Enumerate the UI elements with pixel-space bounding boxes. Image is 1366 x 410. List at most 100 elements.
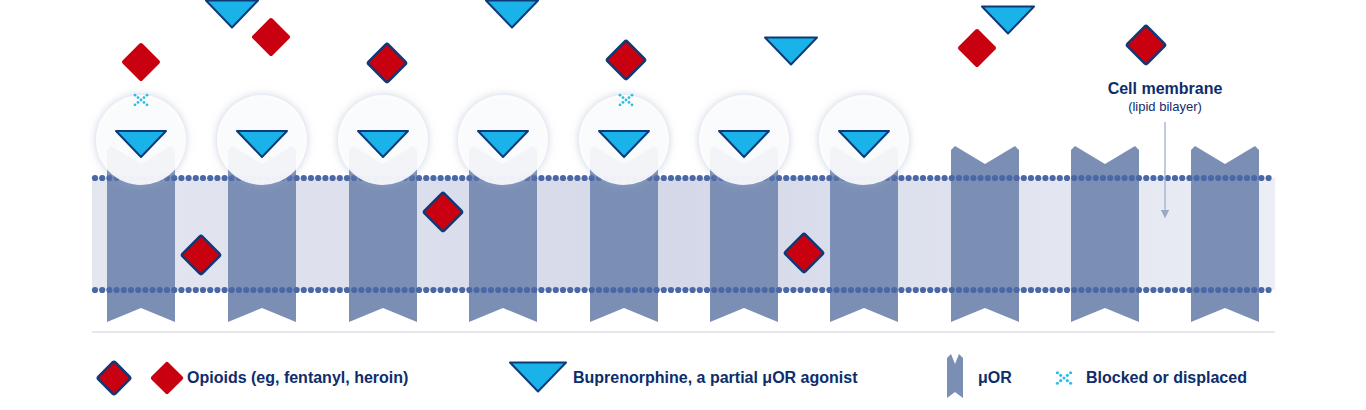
lipid-head [805, 175, 811, 181]
lipid-head [589, 287, 595, 293]
lipid-head [942, 175, 948, 181]
lipid-head [538, 175, 544, 181]
lipid-head [430, 287, 436, 293]
lipid-head [1201, 287, 1207, 293]
lipid-head [524, 287, 530, 293]
lipid-head [1266, 175, 1272, 181]
lipid-head [459, 287, 465, 293]
lipid-head [704, 287, 710, 293]
lipid-head [762, 287, 768, 293]
lipid-head [114, 287, 120, 293]
buprenorphine-triangle [765, 37, 817, 64]
blocked-mark [1062, 376, 1065, 379]
lipid-head [1064, 287, 1070, 293]
lipid-head [870, 287, 876, 293]
blocked-mark [628, 96, 631, 99]
lipid-head [337, 287, 343, 293]
lipid-head [164, 287, 170, 293]
blocked-mark [622, 101, 625, 104]
lipid-head [452, 287, 458, 293]
lipid-head [1150, 287, 1156, 293]
lipid-head [1028, 175, 1034, 181]
binding-highlight [699, 95, 789, 185]
lipid-head [1021, 287, 1027, 293]
lipid-head [1021, 175, 1027, 181]
lipid-head [582, 287, 588, 293]
lipid-head [538, 287, 544, 293]
binding-highlight [819, 95, 909, 185]
lipid-head [718, 287, 724, 293]
lipid-head [92, 175, 98, 181]
lipid-head [1093, 287, 1099, 293]
opioid-diamond [423, 192, 463, 232]
lipid-head [934, 175, 940, 181]
lipid-head [711, 175, 717, 181]
blocked-mark [1059, 374, 1062, 377]
blocked-mark [137, 96, 140, 99]
lipid-head [1215, 175, 1221, 181]
opioid-diamond [121, 42, 161, 82]
lipid-head [1014, 287, 1020, 293]
lipid-head [445, 287, 451, 293]
lipid-head [992, 175, 998, 181]
lipid-head [207, 287, 213, 293]
lipid-head [279, 287, 285, 293]
lipid-head [956, 287, 962, 293]
lipid-head [243, 287, 249, 293]
lipid-head [301, 175, 307, 181]
lipid-head [985, 175, 991, 181]
lipid-head [1251, 175, 1257, 181]
lipid-head [452, 175, 458, 181]
lipid-head [1179, 287, 1185, 293]
lipid-head [891, 175, 897, 181]
lipid-head [387, 287, 393, 293]
opioid-diamond [1126, 25, 1166, 65]
lipid-head [380, 287, 386, 293]
binding-highlight [96, 95, 186, 185]
opioid-diamond [784, 233, 824, 273]
lipid-head [819, 287, 825, 293]
lipid-head [1093, 175, 1099, 181]
lipid-head [438, 175, 444, 181]
lipid-head [1266, 287, 1272, 293]
lipid-head [517, 287, 523, 293]
lipid-head [373, 287, 379, 293]
binding-highlight [338, 95, 428, 185]
blocked-mark [137, 101, 140, 104]
lipid-head [546, 287, 552, 293]
lipid-head [1100, 175, 1106, 181]
lipid-head [142, 287, 148, 293]
lipid-head [826, 175, 832, 181]
lipid-head [740, 287, 746, 293]
lipid-head [1165, 175, 1171, 181]
blocked-mark [1069, 371, 1072, 374]
lipid-head [1172, 175, 1178, 181]
blocked-mark [134, 103, 137, 106]
lipid-head [877, 287, 883, 293]
legend-text: Buprenorphine, a partial μOR agonist [573, 369, 857, 387]
lipid-head [1143, 175, 1149, 181]
lipid-head [783, 287, 789, 293]
lipid-head [495, 287, 501, 293]
lipid-head [121, 287, 127, 293]
lipid-head [1028, 287, 1034, 293]
lipid-head [704, 175, 710, 181]
blocked-mark [619, 94, 622, 97]
lipid-head [1186, 287, 1192, 293]
lipid-head [1078, 175, 1084, 181]
opioid-diamond [97, 361, 131, 395]
lipid-head [574, 175, 580, 181]
lipid-head [632, 287, 638, 293]
lipid-head [805, 287, 811, 293]
lipid-head [1107, 287, 1113, 293]
lipid-head [351, 287, 357, 293]
opioid-diamond [181, 235, 221, 275]
lipid-head [661, 287, 667, 293]
blocked-mark [146, 103, 149, 106]
lipid-head [1035, 175, 1041, 181]
lipid-head [423, 175, 429, 181]
lipid-head [1006, 175, 1012, 181]
lipid-head [906, 175, 912, 181]
lipid-head [798, 287, 804, 293]
lipid-head [978, 287, 984, 293]
